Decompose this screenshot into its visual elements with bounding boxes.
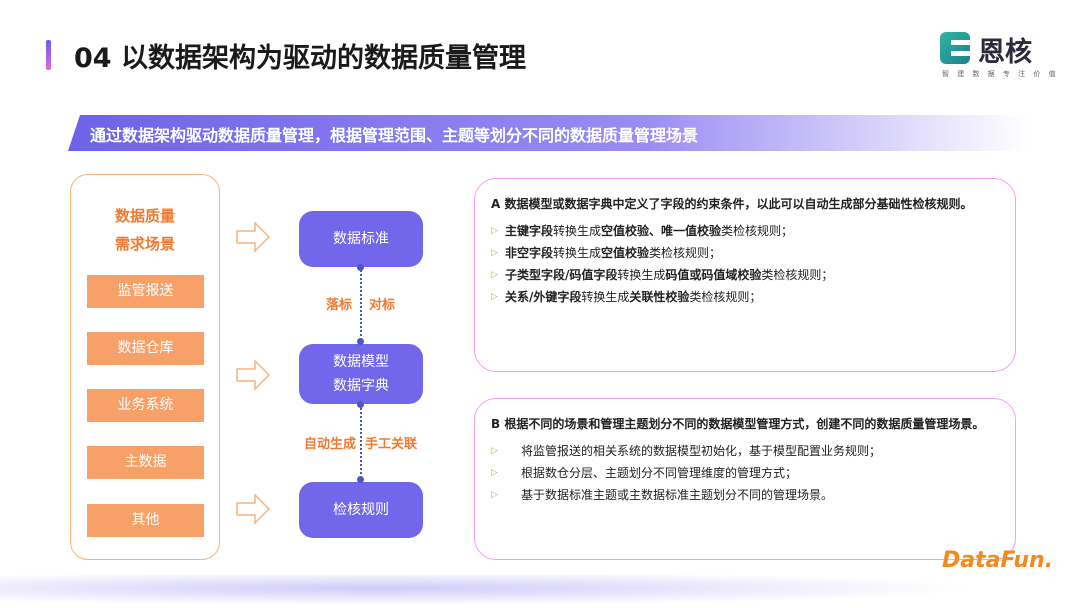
text-segment: 转换生成 xyxy=(617,268,666,282)
triangle-bullet-icon: ▷ xyxy=(491,446,498,456)
scenario-item: 数据仓库 xyxy=(87,332,204,365)
arrow-right-icon xyxy=(236,222,270,252)
connector-dot xyxy=(357,264,364,271)
scenario-panel xyxy=(70,174,220,560)
label-manual-link: 手工关联 xyxy=(365,437,418,452)
card-a-item: ▷ 关系/外键字段转换生成关联性校验类检核规则； xyxy=(491,286,999,308)
scenario-item: 业务系统 xyxy=(87,389,204,422)
connector-dot xyxy=(357,401,364,408)
logo-mark-icon xyxy=(940,32,970,64)
node-data-standard: 数据标准 xyxy=(299,211,423,267)
scenario-item: 主数据 xyxy=(87,446,204,479)
text-segment: 码值或码值域校验 xyxy=(665,268,762,282)
text-segment: 非空字段 xyxy=(505,246,554,260)
footer-glow xyxy=(0,575,1080,608)
logo-tagline: 智 建 数 据 专 注 价 值 xyxy=(942,70,1059,78)
card-a-heading: A 数据模型或数据字典中定义了字段的约束条件，以此可以自动生成部分基础性检核规则… xyxy=(491,197,973,211)
triangle-bullet-icon: ▷ xyxy=(491,226,498,236)
card-a-item: ▷ 子类型字段/码值字段转换生成码值或码值域校验类检核规则； xyxy=(491,264,999,286)
node-label: 数据字典 xyxy=(333,378,389,394)
label-duibiao: 对标 xyxy=(369,298,396,313)
item-text: 将监管报送的相关系统的数据模型初始化，基于模型配置业务规则； xyxy=(521,444,882,458)
node-data-model: 数据模型数据字典 xyxy=(299,344,423,404)
scenario-title-line2: 需求场景 xyxy=(114,235,175,253)
text-segment: 关系/外键字段 xyxy=(505,290,582,304)
triangle-bullet-icon: ▷ xyxy=(491,468,498,478)
arrow-right-icon xyxy=(236,360,270,390)
page-title: 04 以数据架构为驱动的数据质量管理 xyxy=(74,43,526,74)
text-segment: 关联性校验 xyxy=(629,290,690,304)
item-text: 根据数仓分层、主题划分不同管理维度的管理方式； xyxy=(521,466,798,480)
triangle-bullet-icon: ▷ xyxy=(491,490,498,500)
node-label: 数据标准 xyxy=(333,231,389,247)
scenario-item: 监管报送 xyxy=(87,275,204,308)
banner-text: 通过数据架构驱动数据质量管理，根据管理范围、主题等划分不同的数据质量管理场景 xyxy=(90,126,699,145)
card-a: A 数据模型或数据字典中定义了字段的约束条件，以此可以自动生成部分基础性检核规则… xyxy=(474,178,1016,372)
text-segment: 空值校验、唯一值校验 xyxy=(601,224,722,238)
card-b-item: ▷ 根据数仓分层、主题划分不同管理维度的管理方式； xyxy=(491,462,999,484)
text-segment: 类检核规则； xyxy=(761,268,834,282)
subtitle-banner: 通过数据架构驱动数据质量管理，根据管理范围、主题等划分不同的数据质量管理场景 xyxy=(68,115,1028,151)
triangle-bullet-icon: ▷ xyxy=(491,248,498,258)
connector-line xyxy=(360,404,362,482)
text-segment: 类检核规则； xyxy=(721,224,794,238)
node-check-rules: 检核规则 xyxy=(299,482,423,538)
text-segment: 类检核规则； xyxy=(649,246,722,260)
item-text: 关系/外键字段转换生成关联性校验类检核规则； xyxy=(505,286,761,308)
label-luobiao: 落标 xyxy=(326,298,353,313)
node-label: 数据模型 xyxy=(333,354,389,370)
text-segment: 空值校验 xyxy=(601,246,650,260)
logo-name: 恩核 xyxy=(978,37,1032,68)
card-a-item: ▷ 非空字段转换生成空值校验类检核规则； xyxy=(491,242,999,264)
node-label: 检核规则 xyxy=(333,502,389,518)
triangle-bullet-icon: ▷ xyxy=(491,292,498,302)
card-b-item: ▷ 基于数据标准主题或主数据标准主题划分不同的管理场景。 xyxy=(491,484,999,506)
card-b-heading: B 根据不同的场景和管理主题划分不同的数据模型管理方式，创建不同的数据质量管理场… xyxy=(491,417,985,431)
text-segment: 子类型字段/码值字段 xyxy=(505,268,618,282)
item-text: 主键字段转换生成空值校验、唯一值校验类检核规则； xyxy=(505,220,793,242)
text-segment: 主键字段 xyxy=(505,224,554,238)
arrow-right-icon xyxy=(236,494,270,524)
connector-dot xyxy=(357,338,364,345)
triangle-bullet-icon: ▷ xyxy=(491,270,498,280)
card-b-item: ▷ 将监管报送的相关系统的数据模型初始化，基于模型配置业务规则； xyxy=(491,440,999,462)
company-logo: 恩核 智 建 数 据 专 注 价 值 xyxy=(940,30,1060,80)
text-segment: 转换生成 xyxy=(553,224,602,238)
text-segment: 类检核规则； xyxy=(689,290,762,304)
item-text: 基于数据标准主题或主数据标准主题划分不同的管理场景。 xyxy=(521,488,834,502)
connector-line xyxy=(360,267,362,344)
text-segment: 转换生成 xyxy=(581,290,630,304)
item-text: 子类型字段/码值字段转换生成码值或码值域校验类检核规则； xyxy=(505,264,833,286)
connector-dot xyxy=(357,476,364,483)
title-accent-bar xyxy=(46,40,51,70)
card-a-item: ▷ 主键字段转换生成空值校验、唯一值校验类检核规则； xyxy=(491,220,999,242)
card-b: B 根据不同的场景和管理主题划分不同的数据模型管理方式，创建不同的数据质量管理场… xyxy=(474,398,1016,560)
datafun-logo: DataFun. xyxy=(942,548,1054,573)
scenario-title: 数据质量需求场景 xyxy=(70,202,220,258)
text-segment: 转换生成 xyxy=(553,246,602,260)
scenario-title-line1: 数据质量 xyxy=(114,207,175,225)
item-text: 非空字段转换生成空值校验类检核规则； xyxy=(505,242,721,264)
scenario-item: 其他 xyxy=(87,504,204,537)
label-auto-generate: 自动生成 xyxy=(304,437,357,452)
